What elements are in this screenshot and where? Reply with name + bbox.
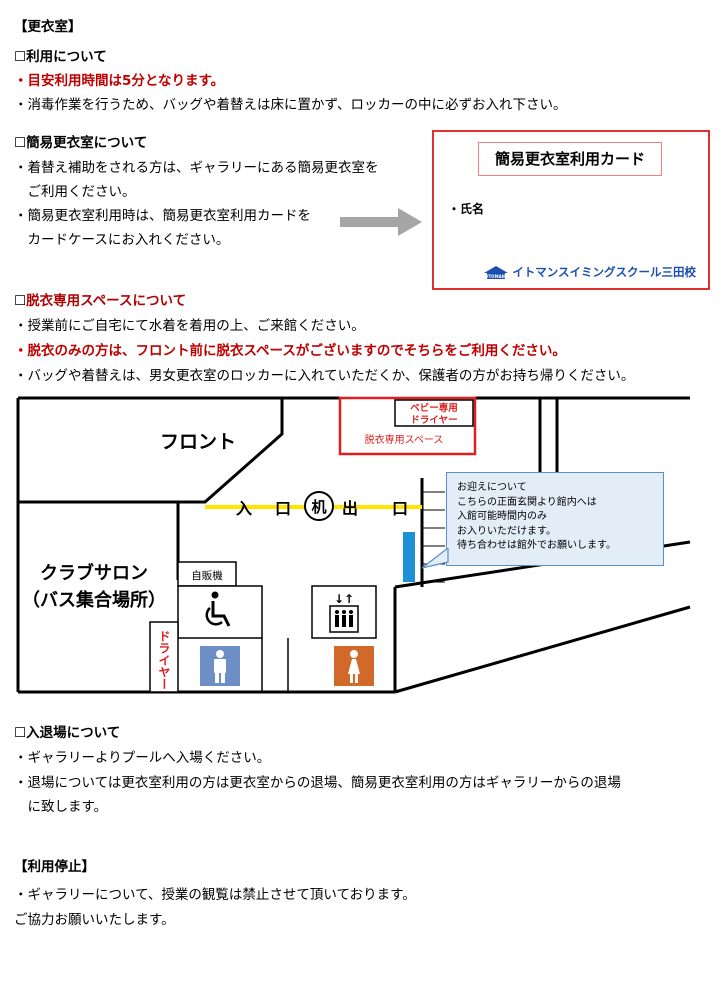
logo-small-text: ITOMAN	[487, 274, 505, 279]
school-logo-icon: ITOMAN	[484, 266, 509, 279]
notice-pointer	[421, 548, 449, 569]
notice-line-5: 待ち合わせは館外でお願いします。	[457, 540, 616, 551]
entry-item-3: に致します。	[14, 799, 108, 815]
usage-heading: ☐利用について	[14, 49, 107, 65]
entry-heading: ☐入退場について	[14, 725, 121, 741]
club-salon-label: クラブサロン	[40, 562, 148, 584]
usage-item-2: ・消毒作業を行うため、バッグや着替えは床に置かず、ロッカーの中に必ずお入れ下さい…	[14, 97, 567, 113]
bus-meeting-label: （バス集合場所）	[22, 589, 166, 611]
undress-item-1: ・授業前にご自宅にて水着を着用の上、ご来館ください。	[14, 318, 365, 334]
undress-heading-text: 脱衣専用スペースについて	[26, 293, 187, 309]
front-label: フロント	[160, 431, 236, 453]
accessible-toilet	[177, 585, 263, 639]
dryer-label: ドライヤー	[157, 630, 171, 690]
locker-room-heading: 【更衣室】	[14, 19, 82, 35]
dryer-box	[149, 621, 179, 693]
exit-char-1: 出	[342, 499, 358, 518]
entrance-door-bar	[403, 532, 415, 582]
simple-room-card: 簡易更衣室利用カード ・氏名 ITOMAN イトマンスイミングスクール三田校	[432, 130, 710, 290]
floor-map: ベビー専用 ドライヤー 脱衣専用スペース 入 口 机 出 口 フロント クラブサ…	[16, 396, 691, 694]
simple-room-item-4: カードケースにお入れください。	[14, 232, 230, 248]
suspension-item-1: ・ギャラリーについて、授業の観覧は禁止させて頂いております。	[14, 887, 416, 903]
undress-item-3: ・バッグや着替えは、男女更衣室のロッカーに入れていただくか、保護者の方がお持ち帰…	[14, 368, 635, 384]
desk-circle	[304, 491, 334, 521]
pickup-notice: お迎えについて こちらの正面玄関より館内へは 入館可能時間内のみ お入りいただけ…	[446, 472, 664, 566]
simple-room-item-1: ・着替え補助をされる方は、ギャラリーにある簡易更衣室を	[14, 160, 379, 176]
undress-heading: ☐脱衣専用スペースについて	[14, 292, 186, 310]
vending-label: 自販機	[191, 569, 223, 582]
wheelchair-icon	[205, 591, 231, 627]
baby-dryer-label-1: ベビー専用	[410, 402, 458, 414]
simple-room-heading: ☐簡易更衣室について	[14, 135, 148, 151]
entrance-char-2: 口	[275, 499, 291, 518]
undress-heading-prefix: ☐	[14, 293, 27, 309]
card-logo: ITOMAN イトマンスイミングスクール三田校	[484, 264, 696, 280]
entrance-char-1: 入	[236, 499, 252, 518]
suspension-item-2: ご協力お願いいたします。	[14, 912, 175, 928]
card-title: 簡易更衣室利用カード	[478, 142, 662, 176]
notice-line-2: こちらの正面玄関より館内へは	[457, 496, 597, 508]
baby-dryer-box	[394, 399, 474, 427]
desk-label: 机	[311, 498, 326, 516]
exit-char-2: 口	[392, 499, 408, 518]
card-name-label: ・氏名	[448, 202, 485, 216]
card-logo-text: イトマンスイミングスクール三田校	[512, 265, 696, 279]
notice-line-1: お迎えについて	[457, 482, 527, 493]
arrow-right-icon	[340, 208, 422, 236]
simple-room-item-2: ご利用ください。	[14, 184, 136, 200]
usage-item-1: ・目安利用時間は5分となります。	[14, 73, 225, 89]
suspension-heading: 【利用停止】	[14, 859, 95, 875]
simple-room-item-3: ・簡易更衣室利用時は、簡易更衣室利用カードを	[14, 208, 311, 224]
entry-item-2: ・退場については更衣室利用の方は更衣室からの退場、簡易更衣室利用の方はギャラリー…	[14, 775, 621, 791]
elevator-icon: ↓↑	[329, 592, 359, 633]
undress-item-2: ・脱衣のみの方は、フロント前に脱衣スペースがございますのでそちらをご利用ください…	[14, 343, 566, 359]
baby-dryer-label-2: ドライヤー	[410, 415, 457, 426]
entry-item-1: ・ギャラリーよりプールへ入場ください。	[14, 750, 271, 766]
undress-space-label: 脱衣専用スペース	[365, 433, 444, 446]
notice-line-4: お入りいただけます。	[457, 525, 556, 537]
svg-text:↓↑: ↓↑	[334, 592, 354, 606]
notice-line-3: 入館可能時間内のみ	[457, 511, 547, 522]
